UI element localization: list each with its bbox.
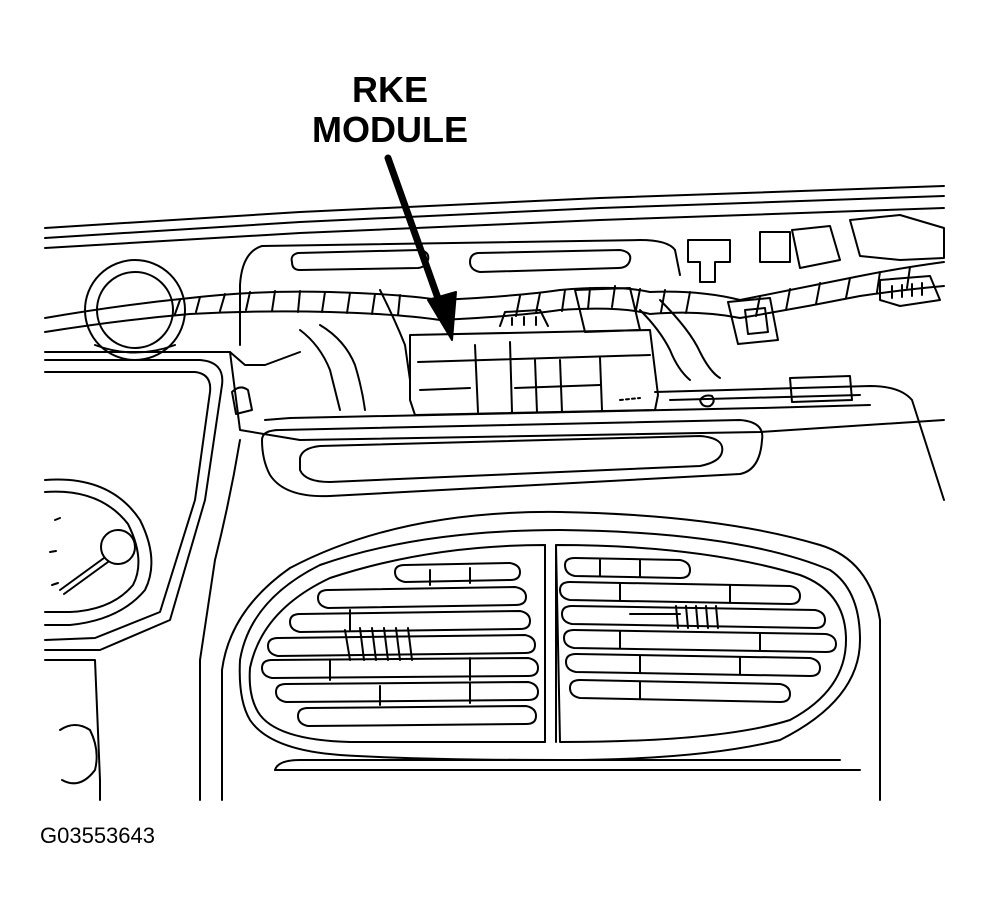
instrument-cluster (44, 359, 253, 651)
callout-line-2: MODULE (312, 109, 468, 150)
center-vent-bezel (221, 510, 881, 801)
right-connectors (687, 214, 945, 345)
center-defroster-slot (261, 419, 764, 498)
wire-harness (44, 261, 945, 411)
callout-line-1: RKE (351, 69, 428, 110)
left-vent-louvers (261, 562, 539, 727)
lower-left-dash (44, 439, 241, 801)
right-vent-louvers (559, 557, 837, 703)
callout-label: RKE MODULE (270, 70, 510, 150)
rke-module-box (409, 287, 659, 416)
windshield-edge (44, 185, 945, 249)
callout-arrow (384, 154, 457, 341)
upper-dash-panel (44, 239, 681, 366)
figure-code: G03553643 (40, 823, 155, 848)
dash-shelf (229, 351, 945, 501)
